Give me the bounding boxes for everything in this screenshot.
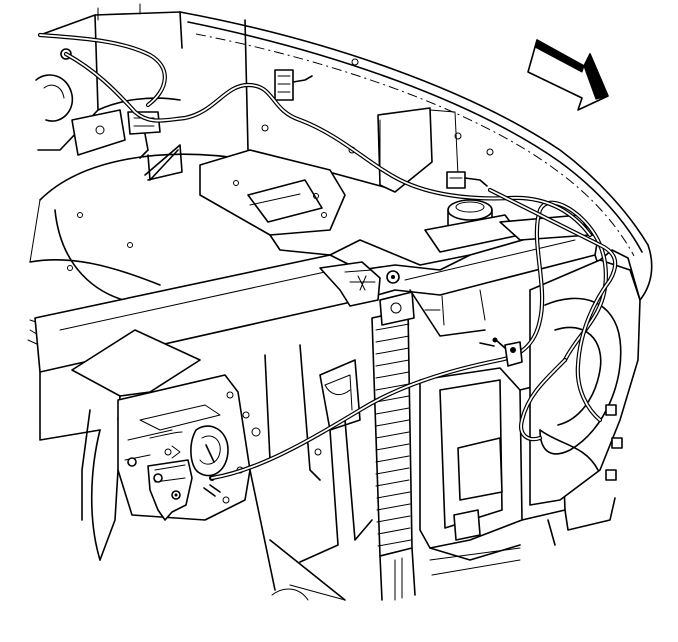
arrow-icon bbox=[527, 39, 609, 111]
upper-block bbox=[199, 149, 346, 256]
beam-bracket bbox=[319, 261, 400, 307]
radiator-core bbox=[371, 291, 416, 601]
reservoir-cap bbox=[424, 199, 591, 253]
upper-harness bbox=[37, 32, 618, 423]
hood-latch-assembly bbox=[71, 329, 261, 561]
lower-frame bbox=[90, 289, 486, 601]
inner-fender-wall bbox=[244, 19, 494, 193]
fender-edge bbox=[179, 11, 653, 301]
fan-shroud bbox=[419, 367, 566, 576]
wall-connector bbox=[274, 69, 313, 101]
upper-connector bbox=[446, 171, 488, 189]
cable-clip bbox=[479, 337, 523, 367]
